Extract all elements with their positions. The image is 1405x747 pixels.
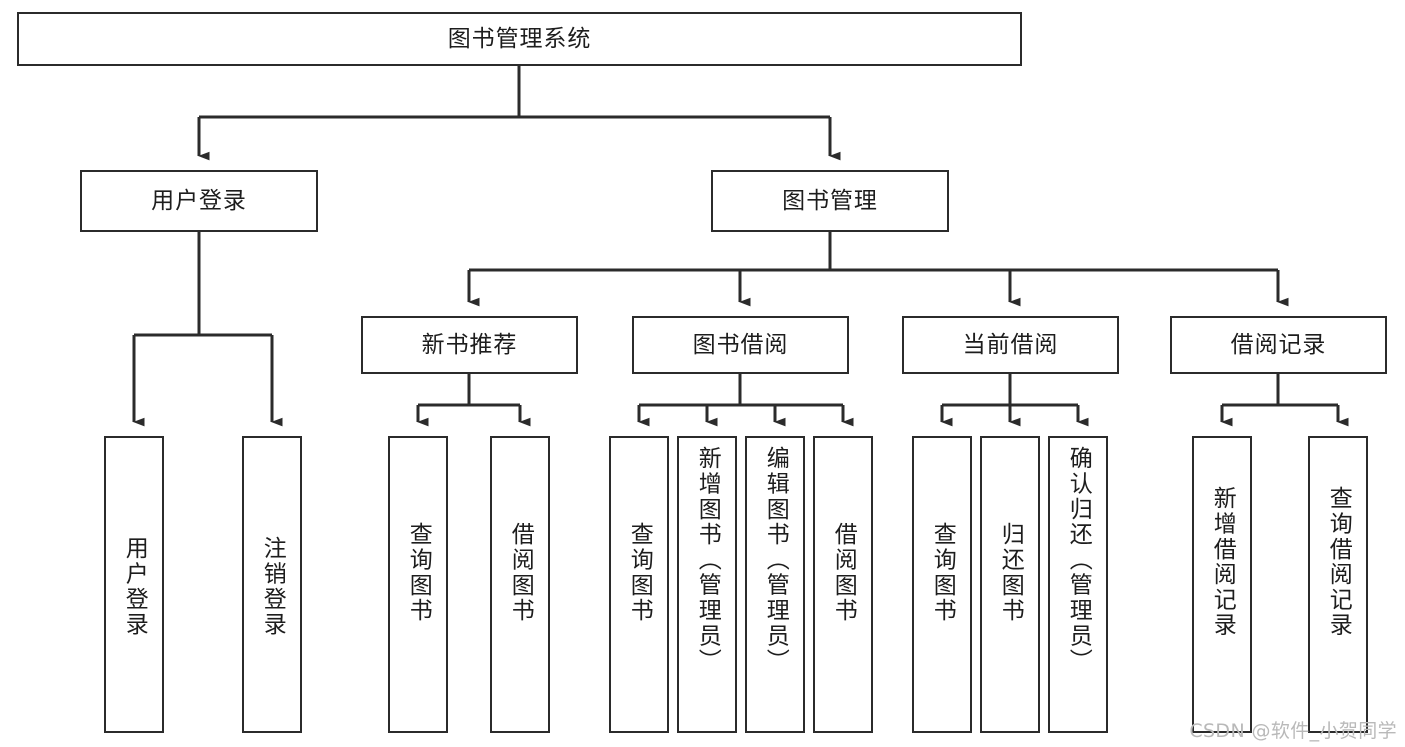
leaf-add-book[interactable]: 新增图书（管理员） xyxy=(677,436,737,733)
leaf-query-book-1[interactable]: 查询图书 xyxy=(388,436,448,733)
leaf-add-record[interactable]: 新增借阅记录 xyxy=(1192,436,1252,733)
node-borrow-record-label: 借阅记录 xyxy=(1230,331,1327,358)
node-user-login[interactable]: 用户登录 xyxy=(80,170,318,232)
leaf-borrow-book-2-label: 借阅图书 xyxy=(830,522,857,624)
leaf-query-book-2-label: 查询图书 xyxy=(626,522,653,624)
node-book-borrow-label: 图书借阅 xyxy=(692,331,789,358)
node-book-manage-label: 图书管理 xyxy=(782,187,878,214)
leaf-query-record-label: 查询借阅记录 xyxy=(1325,486,1352,638)
leaf-borrow-book-1-label: 借阅图书 xyxy=(507,522,534,624)
node-new-book-recommend-label: 新书推荐 xyxy=(421,331,518,358)
node-current-borrow[interactable]: 当前借阅 xyxy=(902,316,1119,374)
leaf-borrow-book-1[interactable]: 借阅图书 xyxy=(490,436,550,733)
csdn-watermark: CSDN @软件_小贺同学 xyxy=(1189,720,1397,742)
leaf-edit-book-label: 编辑图书（管理员） xyxy=(762,446,789,674)
node-root-label: 图书管理系统 xyxy=(447,25,592,52)
node-root[interactable]: 图书管理系统 xyxy=(17,12,1022,66)
leaf-query-book-3-label: 查询图书 xyxy=(929,522,956,624)
leaf-query-book-1-label: 查询图书 xyxy=(405,522,432,624)
leaf-add-book-label: 新增图书（管理员） xyxy=(694,446,721,674)
node-book-borrow[interactable]: 图书借阅 xyxy=(632,316,849,374)
leaf-return-book-label: 归还图书 xyxy=(997,522,1024,624)
node-borrow-record[interactable]: 借阅记录 xyxy=(1170,316,1387,374)
leaf-user-login-label: 用户登录 xyxy=(121,536,148,638)
leaf-confirm-return[interactable]: 确认归还（管理员） xyxy=(1048,436,1108,733)
node-current-borrow-label: 当前借阅 xyxy=(962,331,1059,358)
node-new-book-recommend[interactable]: 新书推荐 xyxy=(361,316,578,374)
leaf-query-record[interactable]: 查询借阅记录 xyxy=(1308,436,1368,733)
node-book-manage[interactable]: 图书管理 xyxy=(711,170,949,232)
leaf-query-book-2[interactable]: 查询图书 xyxy=(609,436,669,733)
node-user-login-label: 用户登录 xyxy=(151,187,247,214)
leaf-borrow-book-2[interactable]: 借阅图书 xyxy=(813,436,873,733)
leaf-user-logout[interactable]: 注销登录 xyxy=(242,436,302,733)
leaf-return-book[interactable]: 归还图书 xyxy=(980,436,1040,733)
leaf-user-logout-label: 注销登录 xyxy=(259,536,286,638)
leaf-edit-book[interactable]: 编辑图书（管理员） xyxy=(745,436,805,733)
leaf-confirm-return-label: 确认归还（管理员） xyxy=(1065,446,1092,674)
leaf-user-login[interactable]: 用户登录 xyxy=(104,436,164,733)
leaf-add-record-label: 新增借阅记录 xyxy=(1209,486,1236,638)
leaf-query-book-3[interactable]: 查询图书 xyxy=(912,436,972,733)
